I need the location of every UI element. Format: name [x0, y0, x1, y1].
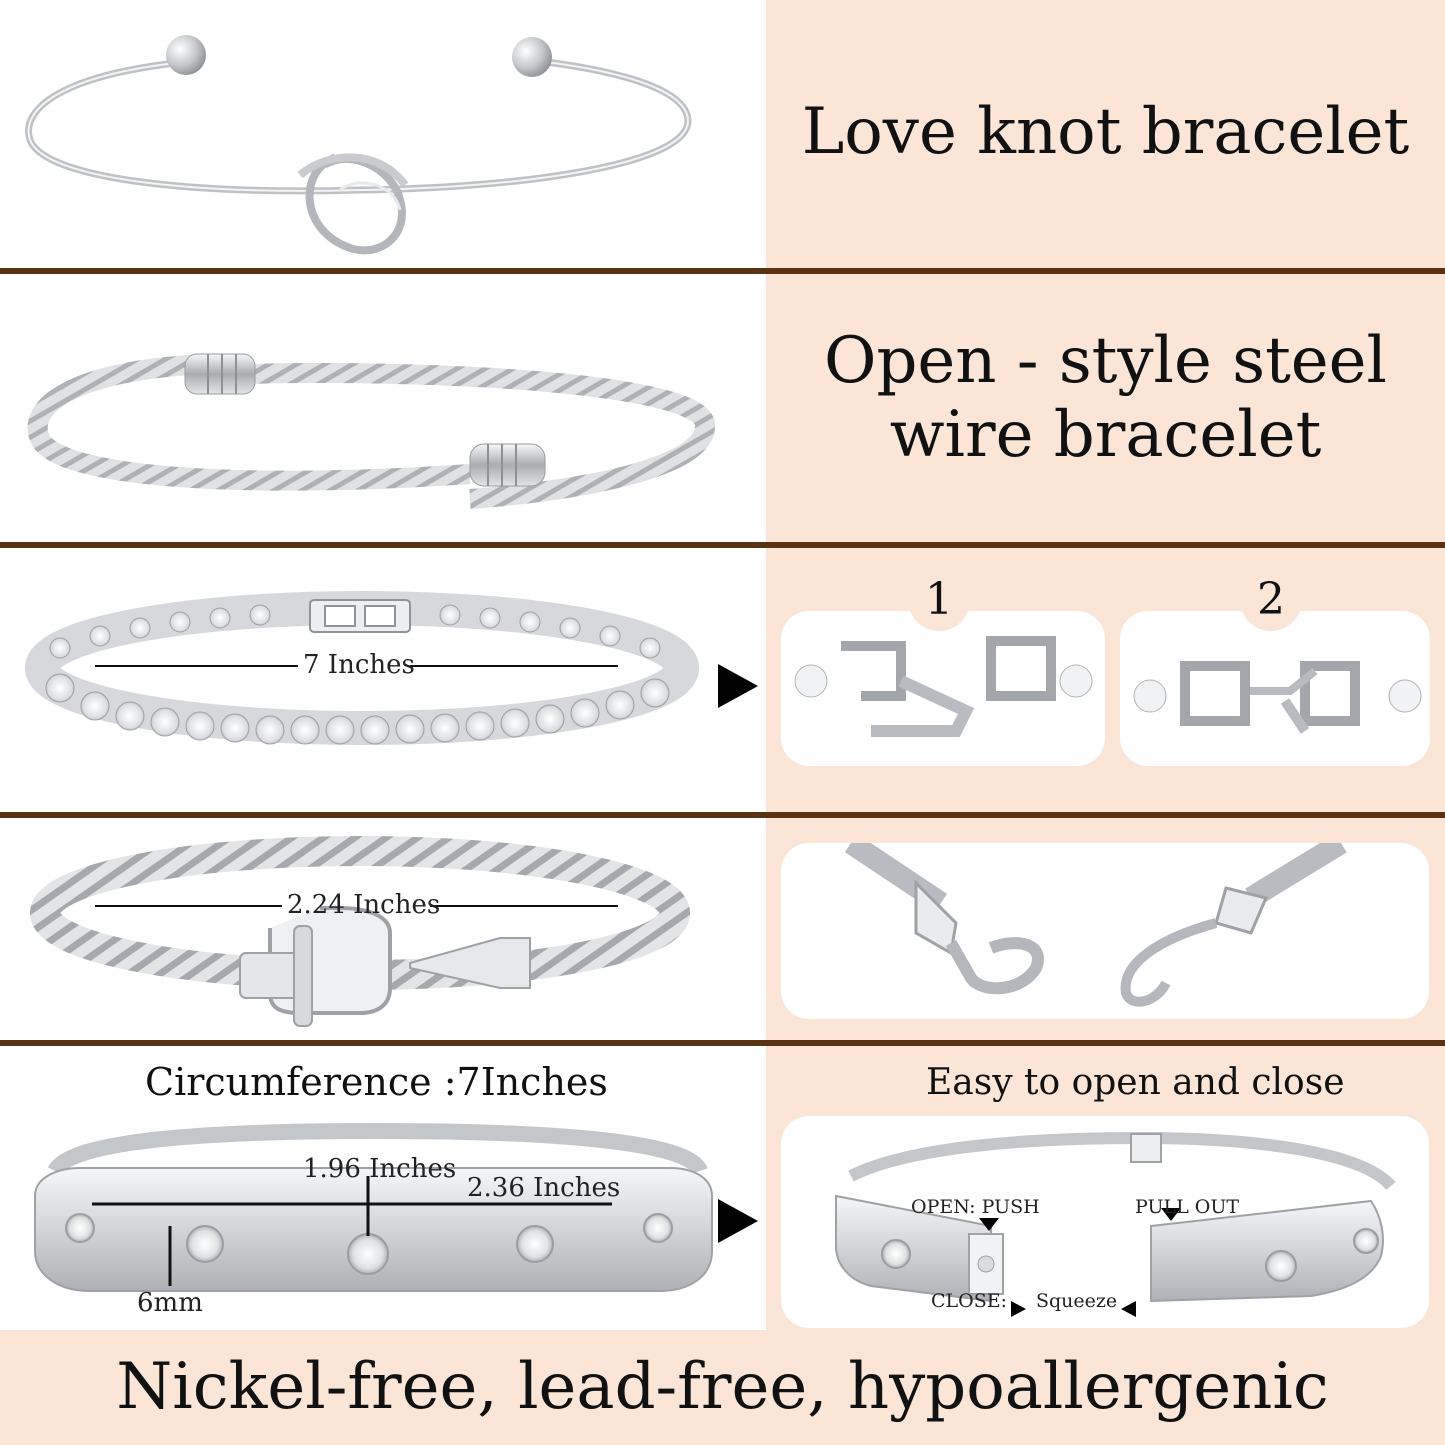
row-love-knot: Love knot bracelet — [0, 0, 1445, 268]
cable-bracelet-photo-panel: 2.24 Inches — [0, 818, 766, 1040]
close-label: CLOSE: — [931, 1290, 1008, 1312]
cable-hook-image — [844, 843, 1347, 1007]
tennis-bracelet-image — [25, 591, 699, 745]
bangle-open-card: OPEN: PUSH PULL OUT CLOSE: Squeeze — [781, 1116, 1429, 1328]
cable-clasp-card — [781, 843, 1429, 1019]
bangle-open-image — [835, 1131, 1396, 1317]
tennis-length-label: 7 Inches — [303, 650, 415, 680]
outer-diameter-label: 2.36 Inches — [467, 1173, 621, 1203]
thickness-label: 6mm — [137, 1288, 203, 1318]
love-knot-bracelet-image — [25, 35, 692, 255]
wire-bracelet-title-line2: wire bracelet — [889, 398, 1322, 472]
cable-width-label: 2.24 Inches — [287, 890, 441, 920]
arrow-right-icon — [718, 1199, 758, 1243]
bangle-photo-panel: Circumference :7Inches — [0, 1046, 766, 1330]
row-cable-bracelet: 2.24 Inches — [0, 818, 1445, 1040]
circumference-label: Circumference :7Inches — [145, 1060, 608, 1104]
row-divider-2 — [0, 542, 1445, 548]
row-divider-3 — [0, 812, 1445, 818]
step2-badge: 2 — [1240, 569, 1302, 631]
pull-out-label: PULL OUT — [1135, 1196, 1239, 1218]
cable-clasp-panel — [766, 818, 1445, 1040]
clasp-step1-card: 1 — [781, 569, 1105, 766]
love-knot-title-panel: Love knot bracelet — [766, 0, 1445, 268]
bangle-open-panel: Easy to open and close OPEN: PUSH — [766, 1046, 1445, 1330]
step1-badge: 1 — [908, 569, 970, 631]
row-divider-4 — [0, 1040, 1445, 1046]
clasp-step2-card: 2 — [1120, 569, 1430, 766]
row-wire-bracelet: Open - style steel wire bracelet — [0, 274, 1445, 542]
bangle-image — [34, 1122, 713, 1292]
wire-bracelet-image — [27, 353, 715, 509]
wire-bracelet-title-panel: Open - style steel wire bracelet — [766, 274, 1445, 542]
clasp-open-image — [794, 636, 1093, 737]
footer-banner: Nickel-free, lead-free, hypoallergenic — [0, 1330, 1445, 1445]
inner-diameter-label: 1.96 Inches — [303, 1154, 457, 1184]
wire-bracelet-photo-panel — [0, 274, 766, 542]
tennis-clasp-panel: 1 2 — [766, 548, 1445, 812]
row-bangle: Circumference :7Inches — [0, 1046, 1445, 1330]
easy-open-label: Easy to open and close — [926, 1062, 1345, 1103]
love-knot-title: Love knot bracelet — [801, 95, 1410, 169]
open-push-label: OPEN: PUSH — [911, 1196, 1040, 1218]
squeeze-label: Squeeze — [1036, 1290, 1118, 1312]
footer-text: Nickel-free, lead-free, hypoallergenic — [116, 1350, 1329, 1424]
row-tennis-bracelet: 7 Inches 1 2 — [0, 548, 1445, 812]
wire-bracelet-title-line1: Open - style steel — [823, 324, 1388, 398]
tennis-bracelet-photo-panel: 7 Inches — [0, 548, 766, 812]
arrow-right-icon — [718, 664, 758, 708]
love-knot-photo-panel — [0, 0, 766, 268]
row-divider-1 — [0, 268, 1445, 274]
clasp-closing-image — [1133, 661, 1422, 734]
cable-bracelet-image — [30, 836, 690, 1027]
